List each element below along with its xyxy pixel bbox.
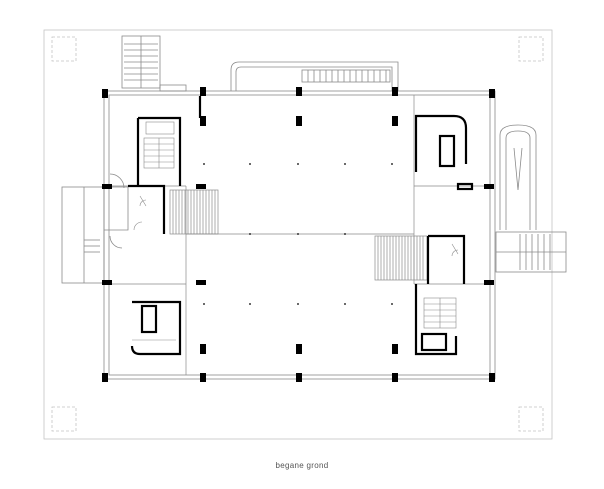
structural-columns xyxy=(102,87,495,382)
exterior-stair-east xyxy=(495,124,567,273)
core-southeast-stair xyxy=(423,243,459,329)
plan-caption: begane grond xyxy=(275,461,329,470)
interior-partitions xyxy=(109,95,490,375)
structural-grid-dots xyxy=(203,163,393,305)
core-northwest xyxy=(128,96,202,234)
core-northwest-stair xyxy=(143,121,175,169)
core-southeast xyxy=(414,234,466,356)
door-swings xyxy=(133,195,147,231)
west-entrance xyxy=(61,173,129,284)
core-southwest xyxy=(130,300,182,356)
north-ramp xyxy=(230,61,399,91)
site-boundary xyxy=(43,29,553,440)
exterior-stair-north xyxy=(121,35,187,92)
central-stair-east xyxy=(374,235,428,281)
core-northeast xyxy=(414,114,474,191)
central-stair-west xyxy=(169,189,219,235)
